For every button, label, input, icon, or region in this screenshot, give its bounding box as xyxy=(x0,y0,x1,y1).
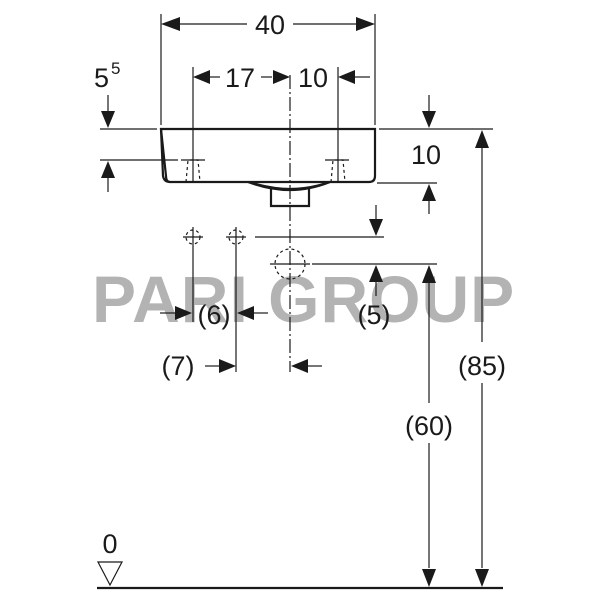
dim-label-40: 40 xyxy=(255,10,285,40)
dim-label-6-paren: (6) xyxy=(198,300,231,330)
dim-overall-width: 40 xyxy=(160,10,376,125)
dim-label-10-top: 10 xyxy=(298,63,328,93)
dim-supply-drop-arrow xyxy=(369,205,383,236)
dim-basin-depth: 10 xyxy=(377,95,441,214)
dim-label-10-right: 10 xyxy=(411,140,441,170)
right-tap-hole-icon xyxy=(325,152,349,183)
dim-label-85-paren: (85) xyxy=(458,351,506,381)
dim-label-5-paren: (5) xyxy=(358,300,391,330)
floor-level: 0 xyxy=(97,529,503,590)
right-supply-symbol-icon xyxy=(226,227,246,372)
dim-label-0: 0 xyxy=(102,529,117,559)
dim-tap-spacing: 17 10 xyxy=(192,63,370,152)
dim-label-5-superscript: 5 xyxy=(111,59,120,78)
dim-tap-height: 5 5 xyxy=(94,59,178,192)
dim-waste-height: (60) xyxy=(405,265,453,587)
dim-label-17: 17 xyxy=(225,63,255,93)
dim-label-7-paren: (7) xyxy=(162,351,195,381)
dim-label-5: 5 xyxy=(94,63,109,93)
left-tap-hole-icon xyxy=(181,152,205,183)
watermark: PARI GROUP xyxy=(92,262,515,336)
left-supply-symbol-icon xyxy=(183,227,203,322)
dim-label-60-paren: (60) xyxy=(405,411,453,441)
waste-outlet-symbol-icon xyxy=(270,248,310,280)
floor-level-marker-icon xyxy=(97,561,123,587)
dim-rim-height: (85) xyxy=(440,128,506,587)
dim-supply-to-waste: (5) xyxy=(358,265,391,330)
dim-supply-to-center: (7) xyxy=(162,351,322,381)
dim-supply-offset: (6) xyxy=(160,300,268,330)
